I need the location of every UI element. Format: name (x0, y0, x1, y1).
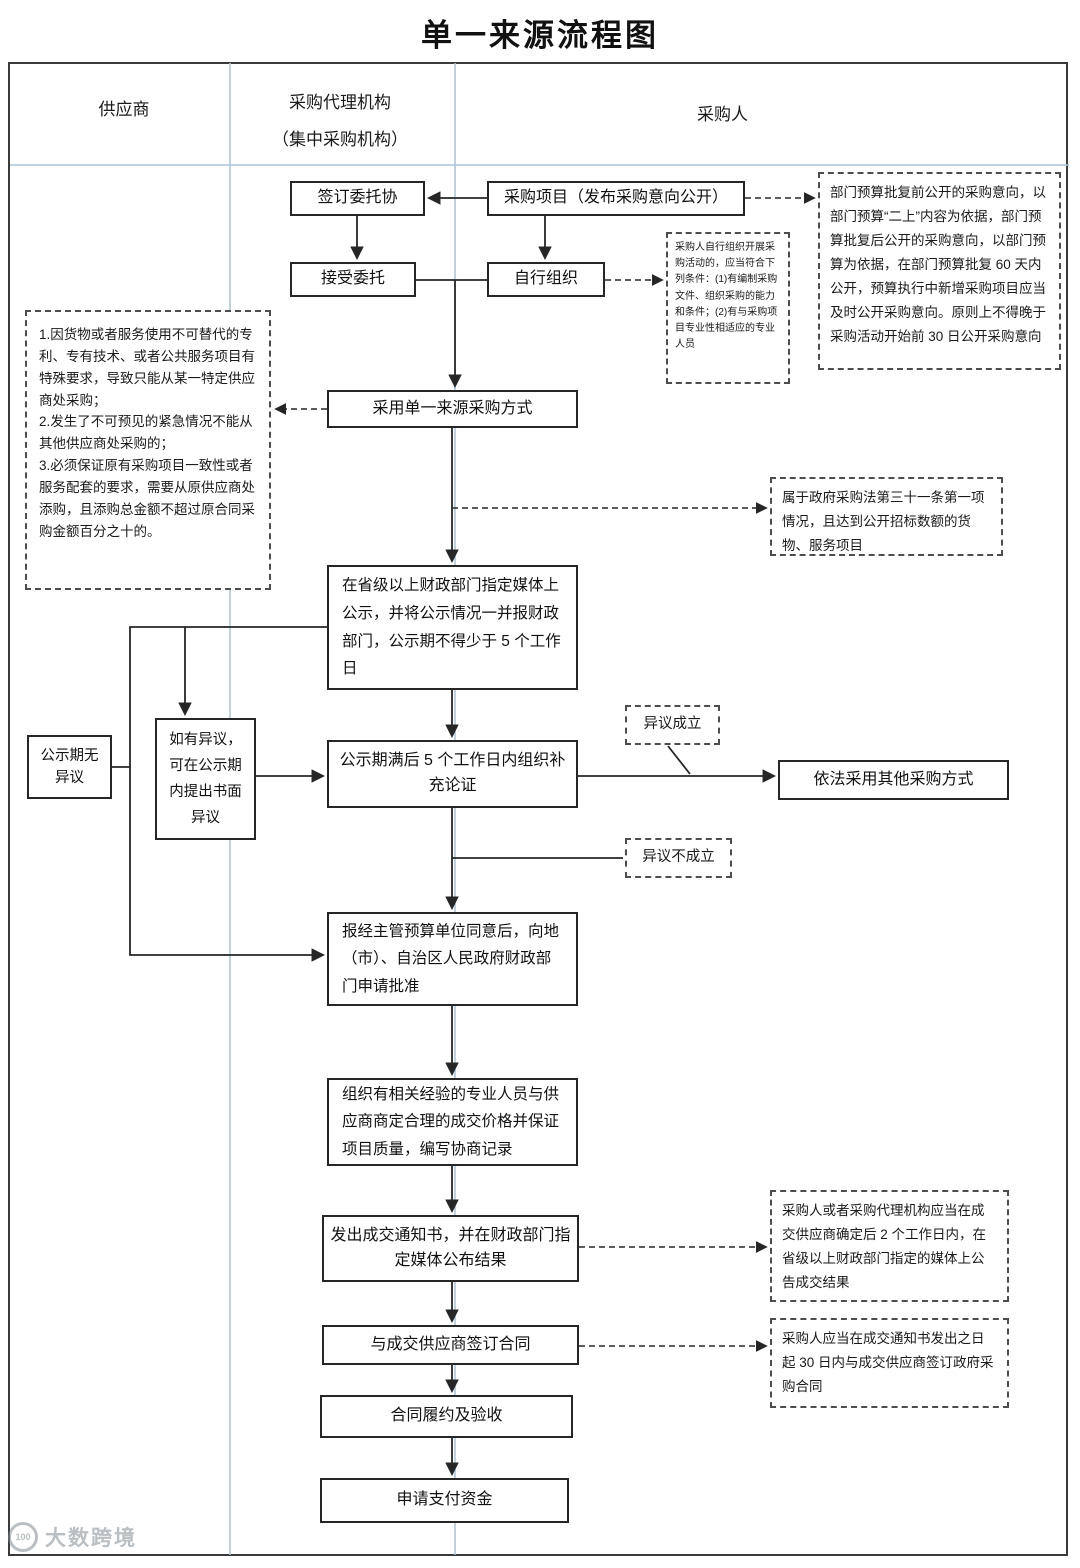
lane-header-agency-line2: （集中采购机构） (272, 130, 408, 149)
node-acceptance: 合同履约及验收 (320, 1395, 573, 1438)
node-procurement-project: 采购项目（发布采购意向公开） (487, 181, 745, 216)
node-negotiate: 组织有相关经验的专业人员与供应商商定合理的成交价格并保证项目质量，编写协商记录 (327, 1078, 578, 1166)
note-contract-deadline: 采购人应当在成交通知书发出之日起 30 日内与成交供应商签订政府采购合同 (770, 1318, 1009, 1408)
node-self-organize: 自行组织 (487, 262, 605, 297)
label-objection-invalid: 异议不成立 (625, 838, 732, 878)
lane-header-supplier: 供应商 (98, 100, 150, 119)
lane-header-agency-line1: 采购代理机构 (289, 93, 391, 112)
note-single-source-reasons: 1.因货物或者服务使用不可替代的专利、专有技术、或者公共服务项目有特殊要求，导致… (25, 310, 271, 590)
node-apply-approval: 报经主管预算单位同意后，向地（市）、自治区人民政府财政部门申请批准 (327, 912, 578, 1006)
reason-item-2: 2.发生了不可预见的紧急情况不能从其他供应商处采购的； (39, 414, 253, 452)
note-self-organize-conditions: 采购人自行组织开展采购活动的，应当符合下列条件：(1)有编制采购文件、组织采购的… (666, 232, 790, 384)
watermark-text: 大数跨境 (45, 1527, 137, 1550)
node-no-objection: 公示期无异议 (27, 735, 112, 799)
arrow-noobjection-path-to-approval (129, 626, 327, 962)
node-other-method: 依法采用其他采购方式 (778, 760, 1009, 800)
page-title: 单一来源流程图 (421, 18, 659, 53)
watermark: 100 大数跨境 (8, 1522, 137, 1552)
reason-item-1: 1.因货物或者服务使用不可替代的专利、专有技术、或者公共服务项目有特殊要求，导致… (39, 327, 255, 408)
label-objection-valid: 异议成立 (625, 705, 720, 745)
node-sign-contract: 与成交供应商签订合同 (322, 1325, 579, 1365)
note-announce-result: 采购人或者采购代理机构应当在成交供应商确定后 2 个工作日内，在省级以上财政部门… (770, 1190, 1009, 1302)
node-single-source-method: 采用单一来源采购方式 (327, 390, 578, 428)
node-award-notice: 发出成交通知书，并在财政部门指定媒体公布结果 (322, 1215, 579, 1282)
node-sign-agreement: 签订委托协 (290, 181, 425, 216)
watermark-logo: 100 (8, 1522, 38, 1552)
node-payment: 申请支付资金 (320, 1478, 569, 1523)
lane-header-agency: 采购代理机构 （集中采购机构） (255, 88, 425, 150)
node-objection-note: 如有异议，可在公示期内提出书面异议 (155, 718, 256, 840)
note-law-article31: 属于政府采购法第三十一条第一项情况，且达到公开招标数额的货物、服务项目 (770, 477, 1003, 556)
node-supplement-review: 公示期满后 5 个工作日内组织补充论证 (327, 740, 578, 808)
diagram-border (8, 62, 1068, 1556)
reason-item-3: 3.必须保证原有采购项目一致性或者服务配套的要求，需要从原供应商处添购，且添购总… (39, 458, 255, 539)
node-accept-entrustment: 接受委托 (290, 262, 416, 297)
leader-objection-valid (667, 745, 691, 775)
note-budget-intent: 部门预算批复前公开的采购意向，以部门预算“二上”内容为依据，部门预算批复后公开的… (818, 172, 1061, 370)
node-publicity: 在省级以上财政部门指定媒体上公示，并将公示情况一并报财政部门，公示期不得少于 5… (327, 565, 578, 690)
lane-header-purchaser: 采购人 (697, 105, 748, 124)
